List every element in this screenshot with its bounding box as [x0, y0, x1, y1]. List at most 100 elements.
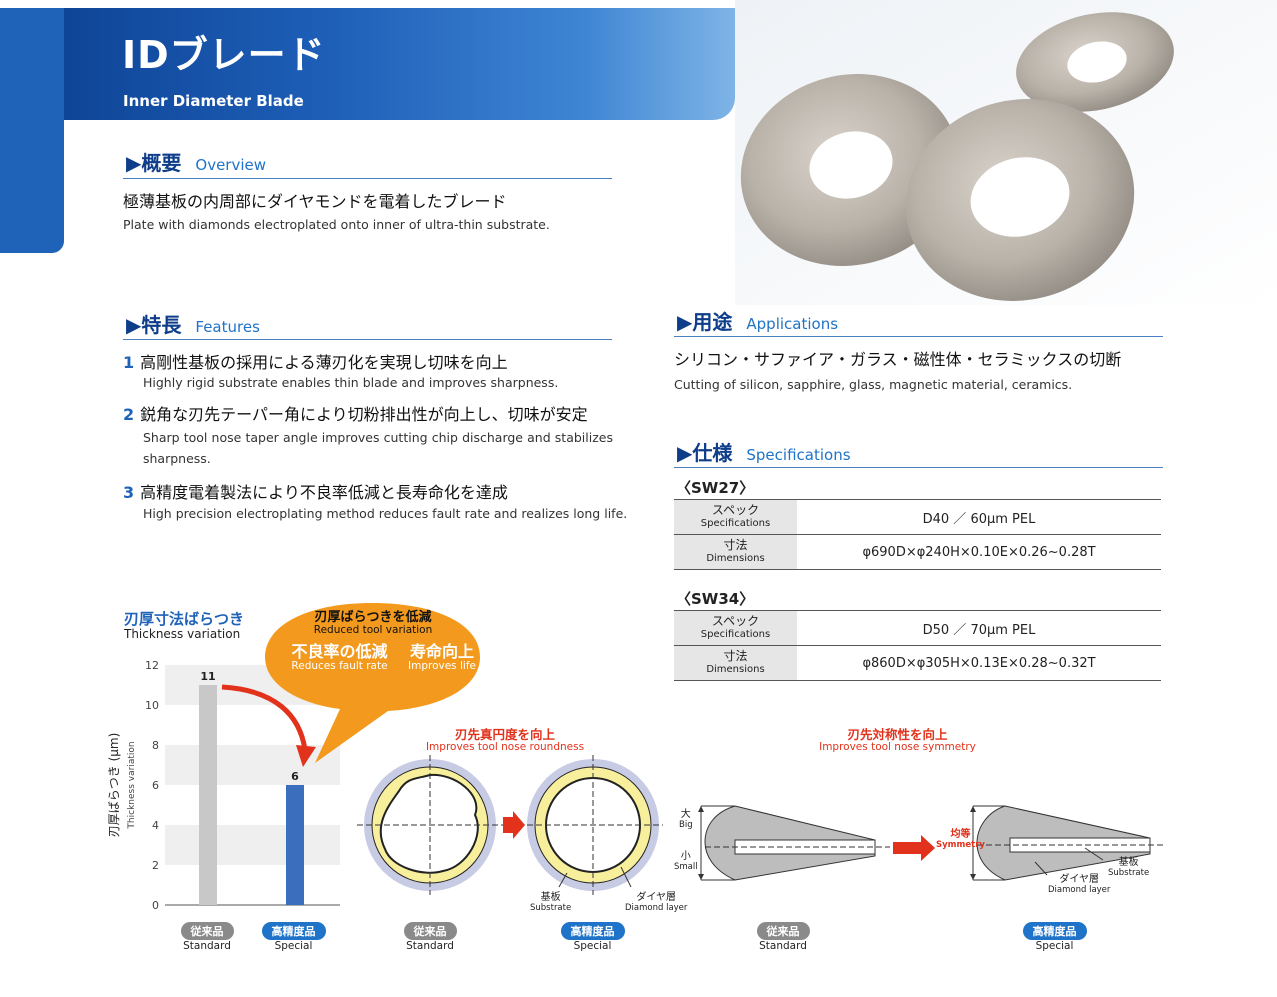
symmetry-substrate-en: Substrate	[1108, 868, 1150, 878]
category-pill-special: 高精度品	[560, 922, 625, 940]
symmetry-diagram	[698, 805, 1163, 881]
callout-right-jp: 寿命向上	[409, 642, 474, 661]
category-en-standard: Standard	[406, 940, 454, 952]
dimension-label-en: Dimensions	[706, 664, 765, 675]
spec-label-jp: スペック	[711, 614, 760, 628]
feature-3-number: 3	[123, 483, 135, 502]
chart-title: 刃厚寸法ばらつき	[124, 610, 245, 628]
bar-special	[286, 785, 304, 905]
roundness-diamond-jp: ダイヤ層	[636, 892, 677, 903]
category-pill-standard: 従来品	[403, 922, 457, 940]
header-content-panel	[64, 120, 624, 260]
spec-label-en: Specifications	[700, 518, 771, 529]
header-side-band	[0, 8, 64, 253]
applications-heading: ▶用途 Applications	[677, 306, 838, 335]
callout-right-en: Improves life	[408, 660, 476, 672]
symmetry-head-en: Improves tool nose symmetry	[819, 741, 976, 753]
symmetry-diamond-en: Diamond layer	[1048, 885, 1111, 895]
category-pill-special: 高精度品	[1022, 922, 1087, 940]
applications-divider	[674, 336, 1163, 337]
chart-subtitle: Thickness variation	[124, 627, 241, 641]
category-en-special: Special	[274, 940, 313, 952]
spec-label-jp: スペック	[711, 503, 760, 517]
feature-1-number: 1	[123, 353, 135, 372]
dimension-label-jp: 寸法	[723, 649, 748, 663]
dimension-label-jp: 寸法	[723, 538, 748, 552]
roundness-head-jp: 刃先真円度を向上	[454, 727, 555, 742]
roundness-diamond-en: Diamond layer	[625, 903, 688, 913]
dimension-value: φ690D×φ240H×0.10E×0.26~0.28T	[797, 534, 1161, 570]
roundness-head-en: Improves tool nose roundness	[425, 741, 585, 753]
reduction-arrow	[221, 684, 308, 751]
symmetry-head-jp: 刃先対称性を向上	[847, 727, 948, 742]
category-pill-special: 高精度品	[261, 922, 326, 940]
overview-heading-jp: ▶概要	[126, 151, 182, 175]
symmetry-big-jp: 大	[680, 809, 691, 820]
roundness-substrate-jp: 基板	[540, 892, 561, 903]
header-band	[0, 8, 735, 120]
y-tick-label: 6	[152, 779, 159, 792]
chart-grid-band	[165, 825, 340, 865]
feature-2-number: 2	[123, 405, 135, 424]
y-tick-label: 2	[152, 859, 159, 872]
category-pill-standard: 従来品	[180, 922, 234, 940]
roundness-substrate-en: Substrate	[530, 903, 572, 913]
page-subtitle: Inner Diameter Blade	[123, 92, 304, 110]
bar-standard	[199, 685, 217, 905]
overview-heading-en: Overview	[195, 156, 267, 174]
dimension-label-en: Dimensions	[706, 553, 765, 564]
callout-head-en: Reduced tool variation	[313, 624, 433, 636]
specifications-heading-jp: ▶仕様	[677, 441, 733, 465]
feature-3-en: High precision electroplating method red…	[143, 506, 628, 521]
bar-value-label: 11	[200, 670, 215, 683]
features-divider	[123, 339, 612, 340]
specifications-divider	[674, 467, 1163, 468]
spec-value: D50 ／ 70μm PEL	[797, 610, 1161, 646]
reduction-arrow-head	[296, 745, 316, 767]
y-axis-label: 刃厚ばらつき (μm)	[107, 733, 121, 838]
spec-table-1-title: 〈SW27〉	[676, 479, 755, 497]
feature-2-en: Sharp tool nose taper angle improves cut…	[143, 430, 613, 466]
callout-left-jp: 不良率の低減	[291, 642, 388, 661]
callout-head-jp: 刃厚ばらつきを低減	[314, 610, 432, 625]
page-title: IDブレード	[122, 33, 326, 77]
symmetry-equal-jp: 均等	[950, 829, 971, 840]
blade-photo	[735, 0, 1277, 305]
overview-text-en: Plate with diamonds electroplated onto i…	[123, 217, 550, 232]
overview-text-jp: 極薄基板の内周部にダイヤモンドを電着したブレード	[123, 192, 507, 211]
applications-heading-jp: ▶用途	[677, 310, 733, 334]
category-en-special: Special	[1035, 940, 1074, 952]
applications-heading-en: Applications	[746, 315, 839, 333]
symmetry-big-en: Big	[679, 820, 693, 830]
symmetry-substrate-jp: 基板	[1118, 857, 1139, 868]
dimension-value: φ860D×φ305H×0.13E×0.28~0.32T	[797, 645, 1161, 681]
category-en-standard: Standard	[759, 940, 807, 952]
roundness-diagram	[357, 755, 663, 895]
category-en-standard: Standard	[183, 940, 231, 952]
applications-text-jp: シリコン・サファイア・ガラス・磁性体・セラミックスの切断	[674, 350, 1122, 369]
spec-table-2-title: 〈SW34〉	[676, 590, 755, 608]
callout-left-en: Reduces fault rate	[291, 660, 388, 672]
symmetry-small-jp: 小	[680, 851, 691, 862]
bar-value-label: 6	[291, 770, 299, 783]
symmetry-equal-en: Symmetry	[936, 840, 985, 850]
